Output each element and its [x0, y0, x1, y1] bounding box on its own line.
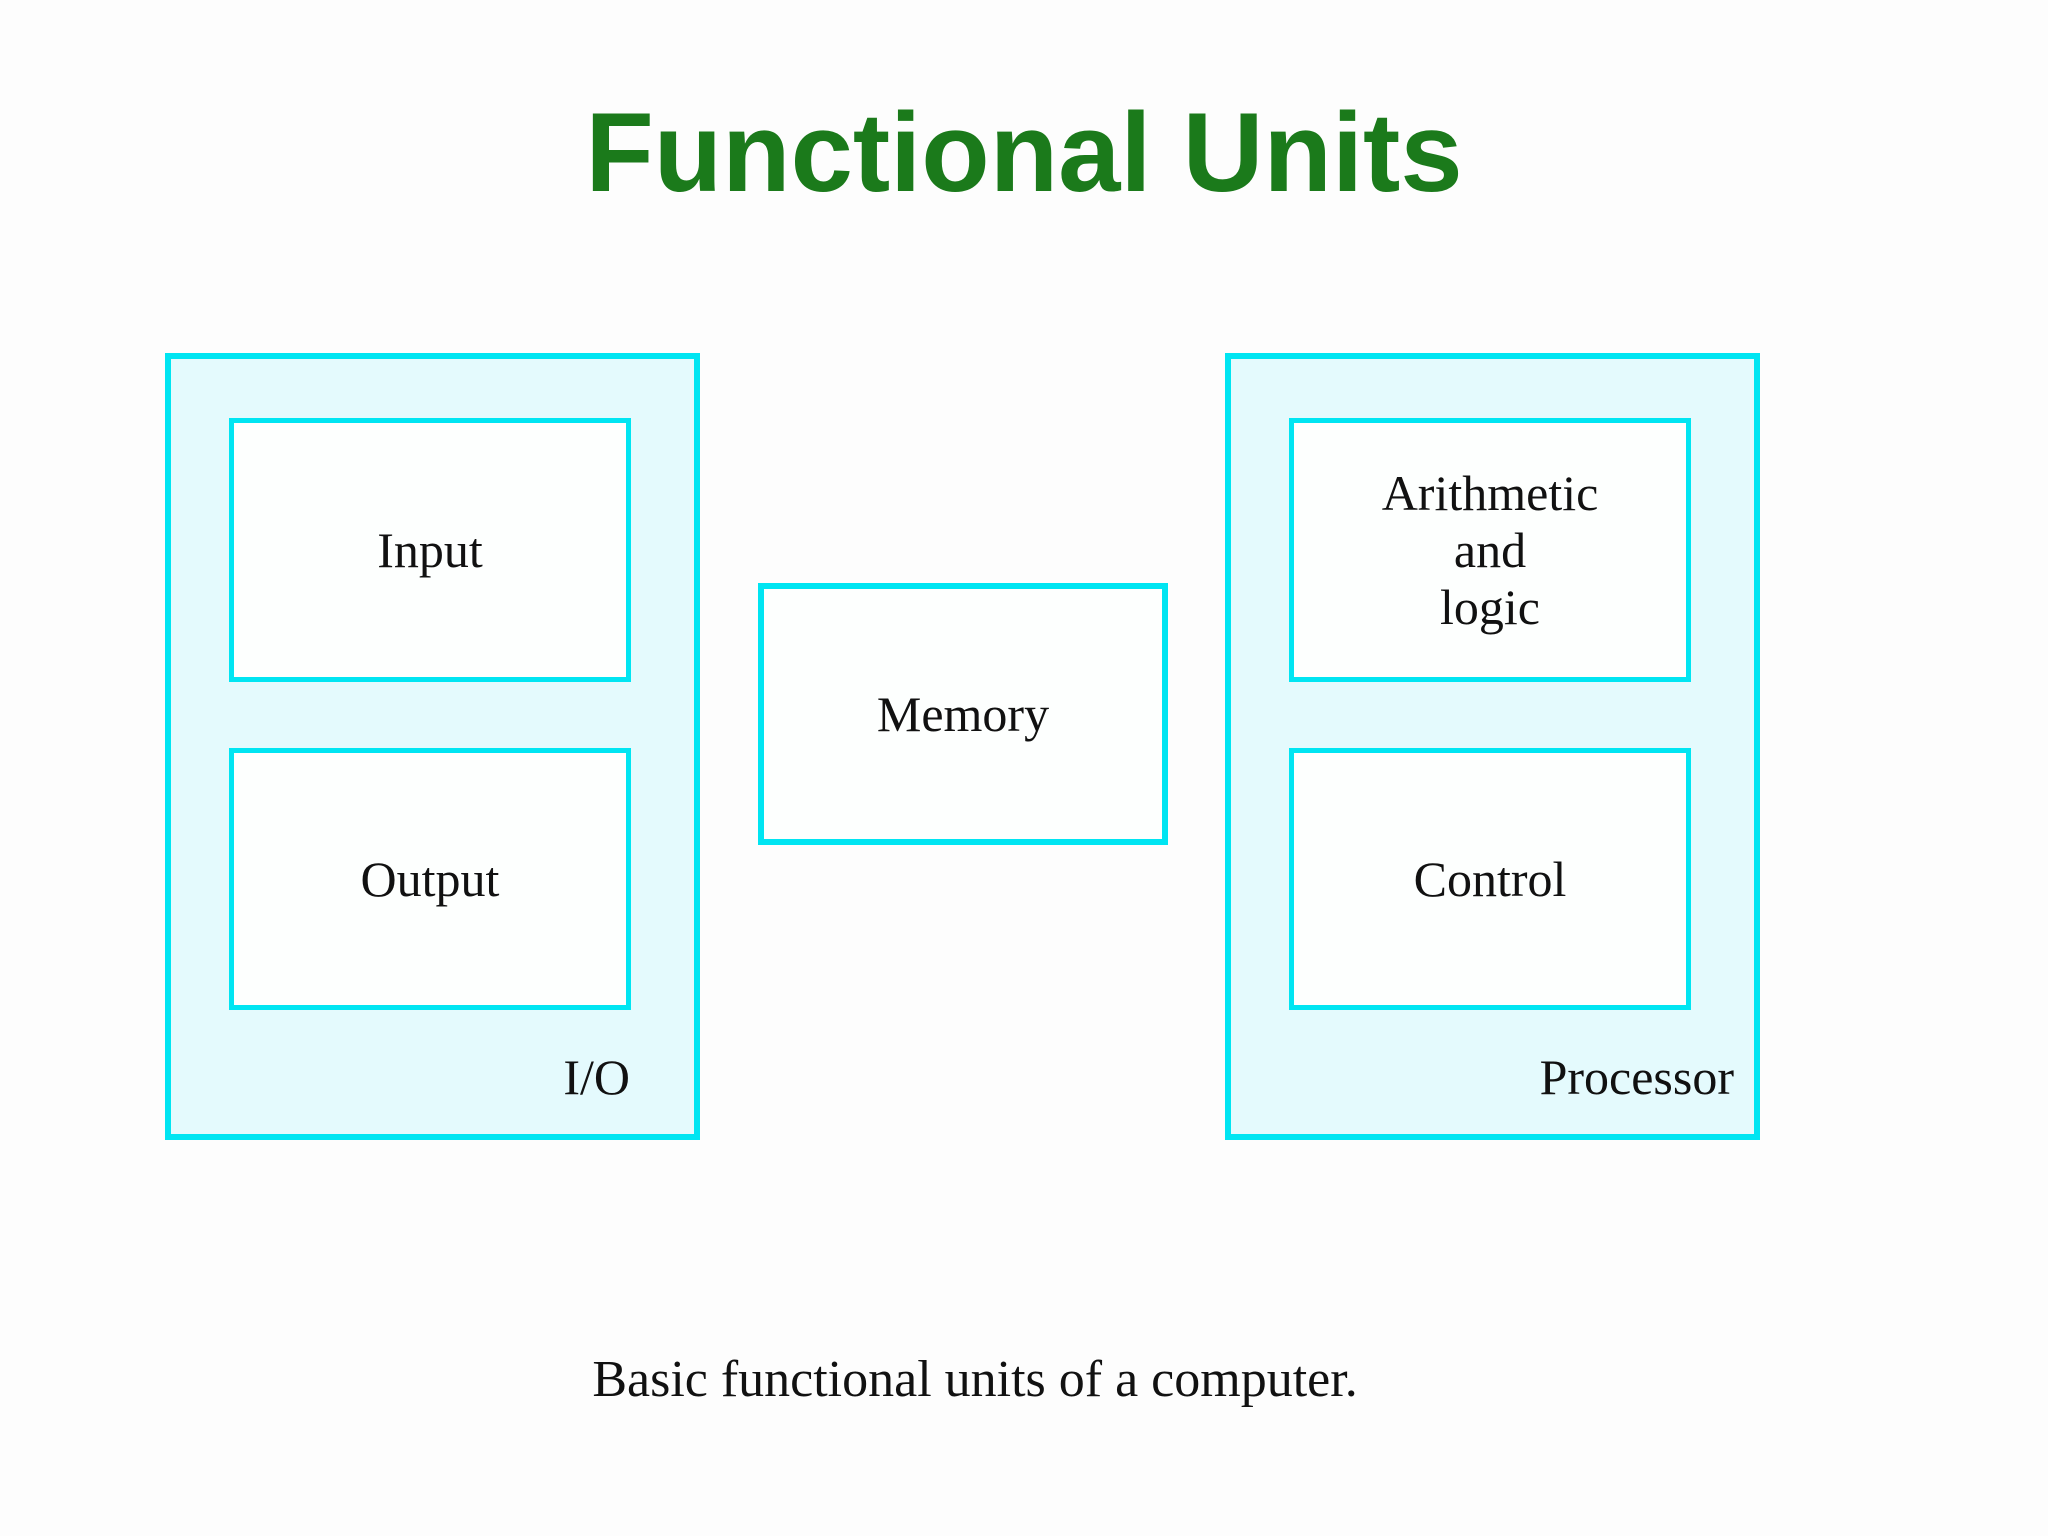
output-box: Output — [229, 748, 631, 1010]
arithmetic-logic-box: Arithmetic and logic — [1289, 418, 1691, 682]
figure-caption: Basic functional units of a computer. — [592, 1351, 1358, 1408]
io-unit-box: Input Output I/O — [165, 353, 700, 1140]
slide-title: Functional Units — [585, 90, 1463, 215]
control-box-label: Control — [1413, 850, 1567, 907]
processor-unit-box: Arithmetic and logic Control Processor — [1225, 353, 1760, 1140]
processor-unit-label: Processor — [1539, 1049, 1734, 1105]
arithmetic-logic-box-label: Arithmetic and logic — [1381, 464, 1599, 635]
memory-box: Memory — [758, 583, 1168, 845]
input-box: Input — [229, 418, 631, 682]
memory-box-label: Memory — [876, 686, 1050, 742]
io-unit-label: I/O — [563, 1049, 630, 1105]
output-box-label: Output — [360, 850, 500, 907]
control-box: Control — [1289, 748, 1691, 1010]
input-box-label: Input — [377, 521, 483, 578]
